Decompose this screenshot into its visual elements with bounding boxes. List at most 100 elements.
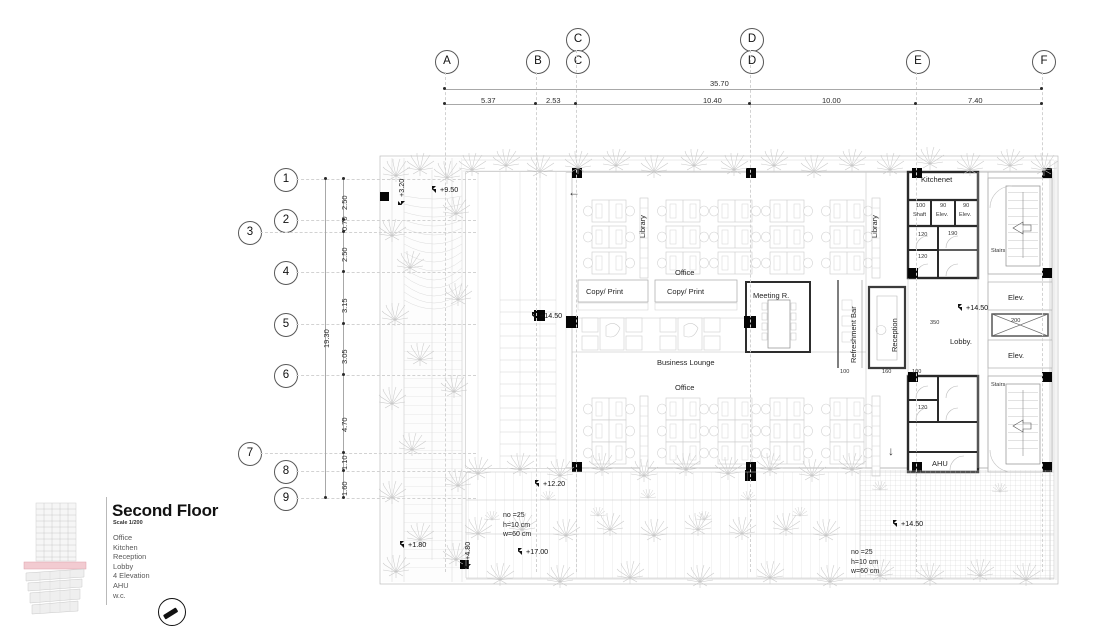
level-mark-1-80: +1.80: [400, 540, 426, 549]
grid-line-B: [536, 72, 537, 572]
room-label-kitchenet: Kitchenet: [921, 175, 953, 184]
title-divider: [106, 497, 107, 605]
dim-h-2-53: 2.53: [546, 96, 561, 105]
dim-line-overall-horizontal: [445, 89, 1042, 90]
room-label-refreshment-bar: Refreshment Bar: [849, 306, 858, 363]
level-value: +12.20: [543, 479, 566, 488]
level-mark-14-50-lobby: +14.50: [958, 303, 988, 312]
grid-bubble-row-4[interactable]: 4: [274, 261, 298, 285]
level-value: +3.20: [397, 178, 406, 197]
grid-bubble-column-E[interactable]: E: [906, 50, 930, 74]
grid-bubble-column-F[interactable]: F: [1032, 50, 1056, 74]
room-label-ahu: AHU: [932, 459, 948, 468]
room-label-office-top: Office: [675, 268, 695, 277]
dim-v-0-70: 0.70: [340, 216, 349, 231]
small-dim-wc-b: 190: [948, 231, 958, 237]
small-dim-reception-2: 100: [912, 369, 922, 375]
room-label-elev-right-top: Elev.: [1008, 293, 1025, 302]
grid-bubble-row-3[interactable]: 3: [238, 221, 262, 245]
level-mark-4-80: +4.80: [463, 542, 472, 568]
highlighted-floor-band: [23, 561, 87, 570]
grid-bubble-row-2[interactable]: 2: [274, 209, 298, 233]
grid-line-F: [1042, 72, 1043, 572]
grid-line-C: [576, 50, 577, 572]
level-mark-14-50-right: +14.50: [893, 519, 923, 528]
dim-v-3-15: 3.15: [340, 298, 349, 313]
stair-note-left: no =25 h=10 cm w=60 cm: [503, 511, 531, 540]
grid-bubble-row-9[interactable]: 9: [274, 487, 298, 511]
dim-overall-horizontal: 35.70: [710, 79, 729, 88]
room-label-stairs-bottom: Stairs: [991, 382, 1006, 388]
building-render-thumbnail: [23, 502, 87, 615]
dim-tick: [342, 373, 345, 376]
small-dim-wc-d: 120: [918, 405, 928, 411]
room-label-library-right: Library: [870, 215, 879, 238]
level-mark-12-20: +12.20: [535, 479, 565, 488]
stair-note-width: w=60 cm: [851, 568, 880, 575]
legend-item-kitchen: Kitchen: [113, 542, 138, 552]
dim-tick: [342, 496, 345, 499]
room-label-business-lounge: Business Lounge: [657, 358, 715, 367]
direction-arrow-down: ↓: [888, 444, 894, 458]
drawing-scale: Scale 1/200: [113, 520, 143, 526]
dim-tick: [1040, 87, 1043, 90]
dim-v-4-70: 4.70: [340, 417, 349, 432]
grid-bubble-row-7[interactable]: 7: [238, 442, 262, 466]
dim-tick: [342, 230, 345, 233]
level-value: +1.80: [408, 540, 427, 549]
room-label-elev-a: Elev.: [936, 212, 949, 218]
grid-line-E: [916, 72, 917, 572]
grid-bubble-row-6[interactable]: 6: [274, 364, 298, 388]
room-label-lobby: Lobby.: [950, 337, 972, 346]
level-flag-icon: [893, 520, 900, 527]
small-dim-wc-a: 120: [918, 232, 928, 238]
dim-h-10-00: 10.00: [822, 96, 841, 105]
level-flag-icon: [464, 561, 471, 568]
dim-tick: [443, 87, 446, 90]
grid-line-8: [296, 471, 476, 472]
grid-bubble-row-8[interactable]: 8: [274, 460, 298, 484]
grid-bubble-column-A[interactable]: A: [435, 50, 459, 74]
stair-note-count: no =25: [503, 512, 525, 519]
grid-bubble-row-5[interactable]: 5: [274, 313, 298, 337]
small-dim-kitchen-c: 90: [963, 203, 970, 209]
dim-v-2-50-a: 2.50: [340, 195, 349, 210]
stair-note-count: no =25: [851, 549, 873, 556]
small-dim-bar: 100: [840, 369, 850, 375]
small-dim-elev-width: 200: [1011, 318, 1021, 324]
level-value: +14.50: [540, 311, 563, 320]
dim-line-horizontal-chain: [445, 104, 1042, 105]
dim-v-2-50-b: 2.50: [340, 247, 349, 262]
dim-line-overall-vertical: [325, 179, 326, 498]
page-title: Second Floor: [112, 501, 219, 520]
level-flag-icon: [518, 548, 525, 555]
grid-line-D: [750, 50, 751, 572]
stair-note-height: h=10 cm: [851, 558, 879, 566]
room-label-meeting-room: Meeting R.: [753, 291, 790, 300]
small-dim-kitchen-a: 100: [916, 203, 926, 209]
grid-bubble-column-D-upper[interactable]: D: [740, 28, 764, 52]
grid-bubble-row-1[interactable]: 1: [274, 168, 298, 192]
room-label-library-left: Library: [638, 215, 647, 238]
legend-item-lobby: Lobby: [113, 561, 134, 571]
grid-bubble-column-D[interactable]: D: [740, 50, 764, 74]
room-label-office-bottom: Office: [675, 383, 695, 392]
dim-tick: [914, 102, 917, 105]
dim-tick: [342, 177, 345, 180]
level-value: +14.50: [966, 303, 989, 312]
dim-tick: [342, 451, 345, 454]
dim-tick: [342, 270, 345, 273]
grid-bubble-column-C-upper[interactable]: C: [566, 28, 590, 52]
room-label-stairs-top: Stairs: [991, 248, 1006, 254]
room-label-shaft: Shaft: [913, 212, 927, 218]
grid-bubble-column-B[interactable]: B: [526, 50, 550, 74]
dim-tick: [324, 496, 327, 499]
level-flag-icon: [432, 186, 439, 193]
dim-tick: [1040, 102, 1043, 105]
stair-note-height: h=10 cm: [503, 521, 531, 529]
grid-bubble-column-C[interactable]: C: [566, 50, 590, 74]
dim-v-3-05: 3.05: [340, 349, 349, 364]
grid-line-A: [445, 72, 446, 572]
level-flag-icon: [398, 198, 405, 205]
